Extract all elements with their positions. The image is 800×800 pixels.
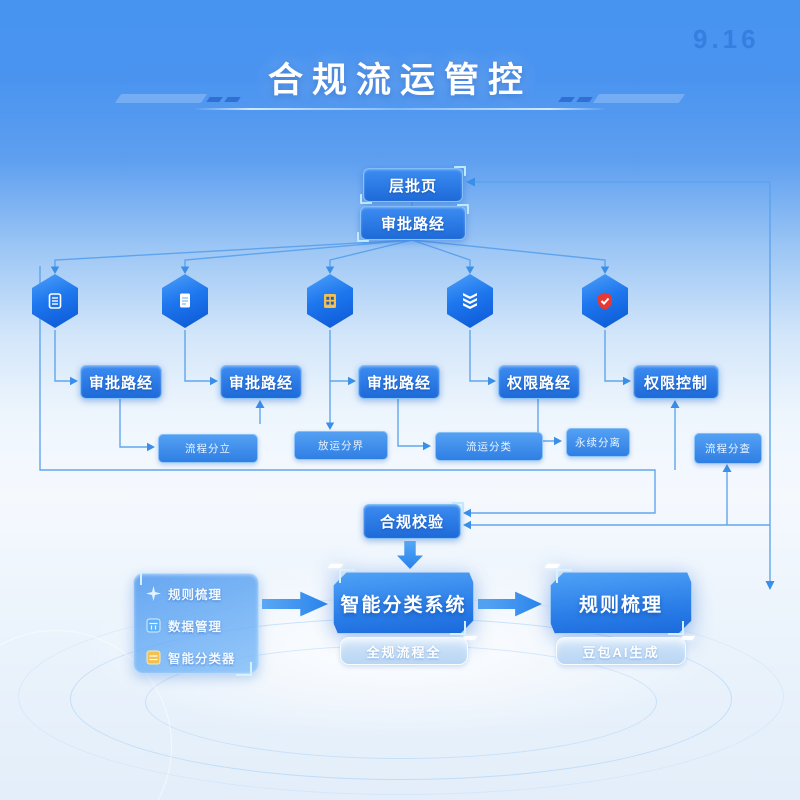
system-box-sublabel: 全规流程全	[340, 637, 468, 665]
title-band-left	[114, 94, 208, 103]
feature-panel: 规则梳理 数据管理 智能分类器	[133, 571, 259, 676]
panel-item-label: 智能分类器	[168, 652, 236, 666]
panel-item-classifier: 智能分类器	[146, 648, 236, 667]
building-icon	[324, 294, 336, 308]
rules-box-sublabel: 豆包AI生成	[556, 637, 686, 665]
corner-bracket	[140, 571, 156, 585]
corner-accent	[454, 166, 466, 176]
node-permission-route: 权限路经	[498, 365, 580, 399]
node-approval-route-1: 审批路经	[80, 365, 162, 399]
node-label: 规则梳理	[578, 594, 663, 616]
subnode-1: 流程分立	[158, 434, 258, 463]
subnode-label: 放运分界	[318, 440, 364, 452]
hex-node-2	[162, 274, 208, 328]
node-compliance-check-label: 合规校验	[379, 514, 444, 531]
panel-item-label: 规则梳理	[168, 588, 223, 602]
shield-check-icon	[598, 292, 612, 310]
node-compliance-check: 合规校验	[363, 502, 464, 539]
node-label: 智能分类系统	[340, 594, 467, 616]
panel-item-rules: 规则梳理	[146, 584, 222, 603]
node-label: 权限控制	[643, 374, 708, 392]
data-grid-icon	[146, 618, 161, 633]
corner-bracket	[339, 569, 355, 583]
slash-accent	[327, 564, 344, 568]
hex-node-5	[582, 274, 628, 328]
shield-ledger-icon	[48, 293, 62, 309]
sublabel-text: 全规流程全	[366, 644, 442, 660]
page-title: 合规流运管控	[267, 61, 532, 100]
layers-icon	[463, 293, 477, 309]
title-underline	[193, 108, 607, 110]
node-approval-route-top-label: 审批路经	[380, 215, 445, 233]
subnode-3: 流运分类	[435, 432, 543, 461]
corner-bracket	[236, 662, 252, 676]
down-arrow	[397, 541, 423, 569]
node-label: 权限路经	[506, 374, 571, 392]
corner-accent	[357, 232, 369, 242]
node-approval-route-top: 审批路经	[357, 204, 469, 242]
subnode-label: 流运分类	[466, 441, 512, 453]
watermark: 9.16	[693, 24, 760, 54]
corner-accent	[360, 194, 372, 204]
corner-accent	[452, 502, 464, 512]
corner-accent	[457, 204, 469, 214]
hex-node-1	[32, 274, 78, 328]
system-box-wrap: 智能分类系统	[327, 564, 478, 640]
panel-item-data: 数据管理	[146, 616, 222, 635]
subnode-label: 永续分离	[575, 437, 621, 449]
node-label: 审批路经	[228, 374, 293, 392]
sublabel-text: 豆包AI生成	[582, 644, 660, 660]
corner-bracket	[668, 621, 684, 635]
title-band-right	[592, 94, 686, 103]
node-rules-combing: 规则梳理	[550, 572, 692, 634]
rules-box-wrap: 规则梳理	[544, 564, 696, 640]
panel-item-label: 数据管理	[168, 620, 223, 634]
hex-node-4	[447, 274, 493, 328]
subnode-label: 流程分立	[185, 443, 231, 455]
subnode-4: 永续分离	[566, 428, 630, 457]
node-approval-route-3: 审批路经	[358, 365, 440, 399]
corner-bracket	[556, 569, 572, 583]
node-smart-classification-system: 智能分类系统	[333, 572, 474, 634]
sparkle-icon	[146, 586, 161, 601]
document-icon	[180, 293, 190, 308]
hex-node-3	[307, 274, 353, 328]
node-layer-page: 层批页	[360, 166, 466, 204]
node-approval-route-2: 审批路经	[220, 365, 302, 399]
node-label: 审批路经	[366, 374, 431, 392]
subnode-5: 流程分查	[694, 433, 762, 464]
classifier-box-icon	[146, 650, 161, 665]
node-permission-control: 权限控制	[633, 365, 719, 399]
subnode-label: 流程分查	[705, 443, 751, 455]
slash-accent	[544, 564, 561, 568]
corner-bracket	[450, 621, 466, 635]
subnode-2: 放运分界	[294, 431, 388, 460]
node-label: 审批路经	[88, 374, 153, 392]
node-layer-page-label: 层批页	[388, 177, 437, 195]
